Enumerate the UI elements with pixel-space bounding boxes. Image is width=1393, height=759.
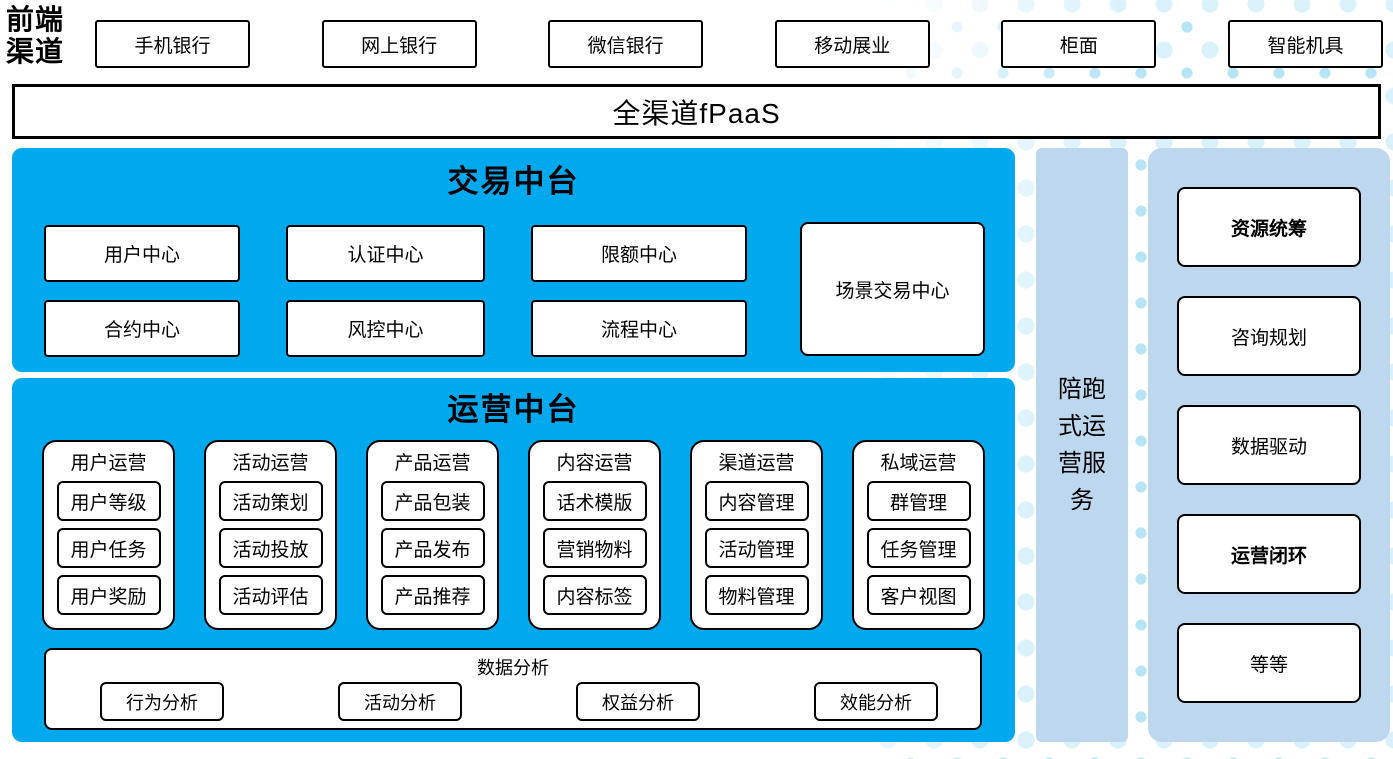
- analysis-activity: 活动分析: [338, 682, 462, 721]
- group-title: 私域运营: [880, 452, 957, 474]
- operations-platform-title: 运营中台: [447, 392, 580, 427]
- group-item: 活动管理: [704, 528, 809, 568]
- group-item: 话术模版: [542, 481, 647, 521]
- group-user-ops: 用户运营 用户等级 用户任务 用户奖励: [42, 440, 175, 630]
- group-item: 产品发布: [380, 528, 485, 568]
- group-item: 内容管理: [704, 481, 809, 521]
- group-item: 用户等级: [56, 481, 161, 521]
- service-resource-coordination: 资源统筹: [1177, 187, 1361, 267]
- channel-row: 手机银行 网上银行 微信银行 移动展业 柜面 智能机具: [95, 20, 1383, 68]
- group-item: 产品包装: [380, 481, 485, 521]
- group-title: 用户运营: [70, 452, 147, 474]
- group-item: 用户奖励: [56, 575, 161, 615]
- service-etc: 等等: [1177, 623, 1361, 703]
- data-analysis-bar: 数据分析 行为分析 活动分析 权益分析 效能分析: [44, 648, 982, 730]
- trade-platform-title: 交易中台: [447, 164, 580, 199]
- accompany-service-label: 陪跑式运营服务: [1058, 375, 1106, 515]
- trade-platform-panel: 交易中台 用户中心 认证中心 限额中心 合约中心 风控中心 流程中心 场景交易中…: [12, 148, 1015, 372]
- channel-smart-devices: 智能机具: [1227, 20, 1383, 68]
- center-process: 流程中心: [531, 300, 747, 357]
- analysis-efficiency: 效能分析: [814, 682, 938, 721]
- fpaas-bar: 全渠道fPaaS: [12, 84, 1381, 139]
- analysis-rights: 权益分析: [576, 682, 700, 721]
- group-item: 内容标签: [542, 575, 647, 615]
- group-title: 渠道运营: [718, 452, 795, 474]
- group-channel-ops: 渠道运营 内容管理 活动管理 物料管理: [690, 440, 823, 630]
- center-limit: 限额中心: [531, 225, 747, 282]
- group-item: 活动投放: [218, 528, 323, 568]
- center-contract: 合约中心: [44, 300, 240, 357]
- operations-group-row: 用户运营 用户等级 用户任务 用户奖励 活动运营 活动策划 活动投放 活动评估 …: [42, 440, 985, 630]
- group-title: 内容运营: [556, 452, 633, 474]
- analysis-behavior: 行为分析: [100, 682, 224, 721]
- group-item: 活动策划: [218, 481, 323, 521]
- group-title: 产品运营: [394, 452, 471, 474]
- group-item: 营销物料: [542, 528, 647, 568]
- service-ops-closed-loop: 运营闭环: [1177, 514, 1361, 594]
- group-item: 客户视图: [866, 575, 971, 615]
- service-data-driven: 数据驱动: [1177, 405, 1361, 485]
- group-title: 活动运营: [232, 452, 309, 474]
- group-item: 活动评估: [218, 575, 323, 615]
- group-item: 用户任务: [56, 528, 161, 568]
- accompany-service-bar: 陪跑式运营服务: [1036, 148, 1128, 742]
- service-list-panel: 资源统筹 咨询规划 数据驱动 运营闭环 等等: [1148, 148, 1390, 742]
- group-product-ops: 产品运营 产品包装 产品发布 产品推荐: [366, 440, 499, 630]
- group-item: 产品推荐: [380, 575, 485, 615]
- center-scene-trade: 场景交易中心: [800, 222, 985, 356]
- group-item: 任务管理: [866, 528, 971, 568]
- service-consulting-planning: 咨询规划: [1177, 296, 1361, 376]
- group-activity-ops: 活动运营 活动策划 活动投放 活动评估: [204, 440, 337, 630]
- channel-mobile-expansion: 移动展业: [774, 20, 930, 68]
- frontend-channels-label: 前端渠道: [6, 5, 65, 69]
- trade-center-grid: 用户中心 认证中心 限额中心 合约中心 风控中心 流程中心: [44, 225, 747, 357]
- data-analysis-title: 数据分析: [477, 658, 549, 678]
- center-user: 用户中心: [44, 225, 240, 282]
- operations-platform-panel: 运营中台 用户运营 用户等级 用户任务 用户奖励 活动运营 活动策划 活动投放 …: [12, 378, 1015, 742]
- channel-online-banking: 网上银行: [321, 20, 477, 68]
- group-private-domain-ops: 私域运营 群管理 任务管理 客户视图: [852, 440, 985, 630]
- channel-wechat-banking: 微信银行: [548, 20, 704, 68]
- group-item: 群管理: [866, 481, 971, 521]
- group-content-ops: 内容运营 话术模版 营销物料 内容标签: [528, 440, 661, 630]
- center-auth: 认证中心: [286, 225, 485, 282]
- channel-mobile-banking: 手机银行: [95, 20, 250, 68]
- data-analysis-row: 行为分析 活动分析 权益分析 效能分析: [100, 682, 938, 721]
- center-risk: 风控中心: [286, 300, 485, 357]
- group-item: 物料管理: [704, 575, 809, 615]
- channel-counter: 柜面: [1001, 20, 1157, 68]
